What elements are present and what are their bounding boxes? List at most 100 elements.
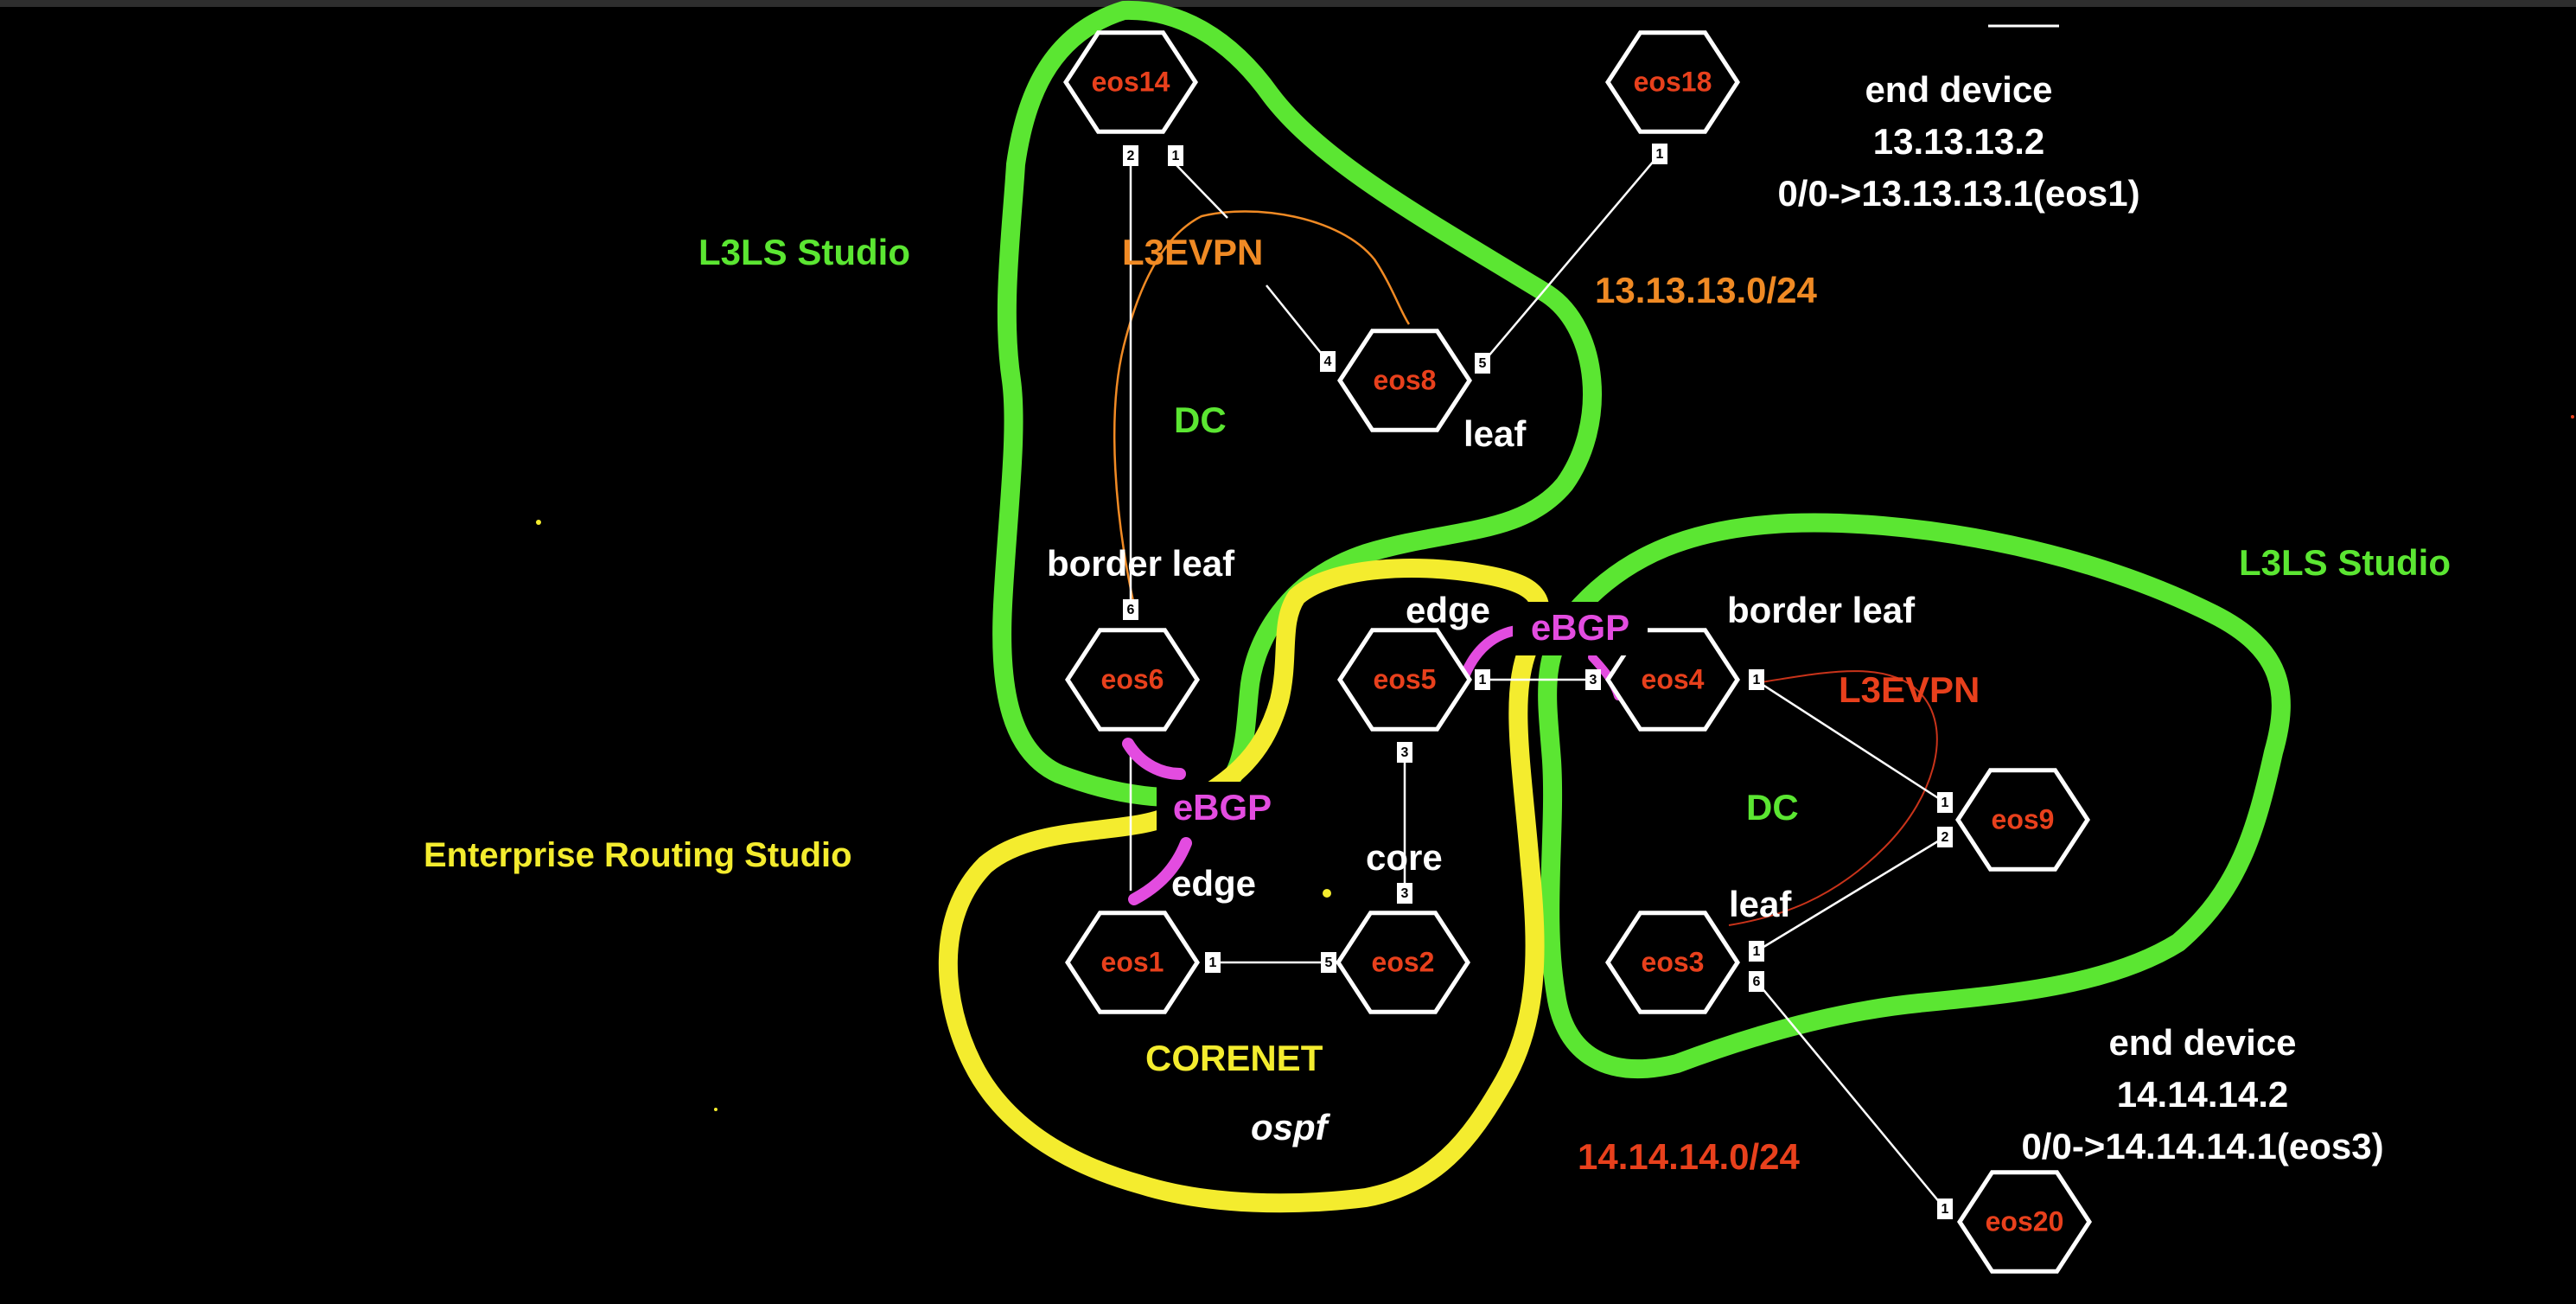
port-label: 1 — [1205, 952, 1221, 973]
node-eos5[interactable]: eos5 — [1337, 628, 1472, 732]
port-label: 3 — [1585, 669, 1601, 690]
link-eos3-eos20 — [1756, 981, 1946, 1210]
node-eos20[interactable]: eos20 — [1957, 1170, 2092, 1274]
port-box — [1475, 353, 1490, 374]
port-number: 1 — [1942, 796, 1949, 810]
port-number: 1 — [1656, 147, 1664, 162]
link-l3evpn-eos8 — [1266, 284, 1329, 362]
port-label: 1 — [1168, 145, 1183, 166]
port-box — [1123, 145, 1138, 166]
subnet-14-label: 14.14.14.0/24 — [1578, 1136, 1801, 1177]
l3evpn-link-top — [1113, 210, 1411, 606]
port-label: 1 — [1475, 669, 1490, 690]
node-label: eos3 — [1642, 946, 1705, 977]
port-label: 5 — [1321, 952, 1336, 973]
node-label: eos8 — [1374, 364, 1437, 395]
port-label: 2 — [1123, 145, 1138, 166]
node-label: eos6 — [1101, 663, 1164, 694]
stray-dot — [536, 520, 541, 525]
end-device-bottom-line2: 14.14.14.2 — [2117, 1074, 2289, 1115]
dc-label-top: DC — [1174, 400, 1227, 440]
node-hexagon — [1605, 30, 1740, 134]
links — [1129, 153, 1946, 1210]
ebgp-label-left: eBGP — [1173, 787, 1272, 828]
port-label: 2 — [1937, 827, 1953, 847]
end-device-top-line3: 0/0->13.13.13.1(eos1) — [1777, 173, 2139, 214]
node-eos2[interactable]: eos2 — [1336, 911, 1470, 1014]
l3ls-studio-label-right: L3LS Studio — [2239, 542, 2451, 583]
node-eos18[interactable]: eos18 — [1605, 30, 1740, 134]
node-hexagon — [1063, 30, 1198, 134]
node-eos1[interactable]: eos1 — [1065, 911, 1200, 1014]
node-label: eos14 — [1092, 66, 1170, 97]
leaf-label-right: leaf — [1729, 884, 1792, 924]
node-hexagon — [1337, 329, 1472, 432]
end-device-top-line2: 13.13.13.2 — [1873, 121, 2045, 162]
port-box — [1585, 669, 1601, 690]
l3ls-region-right — [1538, 513, 2291, 1079]
node-hexagon — [1955, 768, 2090, 872]
ebgp-link-left-b — [1128, 837, 1192, 905]
port-label: 6 — [1749, 971, 1764, 992]
link-eos18-eos8 — [1482, 153, 1661, 364]
port-label: 4 — [1320, 351, 1336, 372]
subnet-13-label: 13.13.13.0/24 — [1595, 270, 1818, 310]
border-leaf-label-right: border leaf — [1727, 590, 1916, 630]
port-label: 1 — [1749, 941, 1764, 962]
l3evpn-link-right — [1728, 670, 1938, 926]
node-label: eos4 — [1642, 663, 1705, 694]
ebgp-link-left-a — [1122, 738, 1186, 780]
ospf-label: ospf — [1251, 1107, 1331, 1147]
port-box — [1937, 1199, 1953, 1219]
port-number: 5 — [1479, 356, 1487, 371]
node-hexagon — [1065, 911, 1200, 1014]
port-number: 2 — [1127, 149, 1135, 163]
port-label: 1 — [1937, 792, 1953, 813]
ebgp-box-top — [1513, 602, 1648, 655]
port-box — [1205, 952, 1221, 973]
stray-dot — [714, 1108, 717, 1111]
port-number: 3 — [1590, 673, 1597, 687]
port-label: 6 — [1123, 599, 1138, 620]
end-device-bottom-line3: 0/0->14.14.14.1(eos3) — [2021, 1126, 2383, 1167]
port-number: 1 — [1209, 956, 1217, 970]
ebgp-label-top: eBGP — [1531, 607, 1629, 648]
port-number: 1 — [1753, 673, 1761, 687]
edge-label-top: edge — [1406, 590, 1490, 630]
port-number: 4 — [1324, 355, 1332, 369]
port-number: 1 — [1479, 673, 1487, 687]
port-box — [1123, 599, 1138, 620]
node-eos6[interactable]: eos6 — [1065, 628, 1200, 732]
node-hexagon — [1065, 628, 1200, 732]
l3evpn-label-right: L3EVPN — [1839, 669, 1980, 710]
node-eos9[interactable]: eos9 — [1955, 768, 2090, 872]
node-label: eos1 — [1101, 946, 1164, 977]
node-eos3[interactable]: eos3 — [1605, 911, 1740, 1014]
node-hexagon — [1337, 628, 1472, 732]
port-number: 6 — [1127, 603, 1135, 617]
node-eos8[interactable]: eos8 — [1337, 329, 1472, 432]
top-bar — [0, 0, 2576, 7]
corenet-label: CORENET — [1145, 1038, 1323, 1078]
port-label: 1 — [1652, 144, 1667, 164]
link-eos4-eos9 — [1754, 678, 1946, 804]
node-hexagon — [1336, 911, 1470, 1014]
port-box — [1749, 971, 1764, 992]
port-box — [1320, 351, 1336, 372]
port-number: 2 — [1942, 830, 1949, 845]
stray-dot — [1323, 889, 1331, 898]
node-label: eos9 — [1992, 803, 2055, 834]
port-label: 3 — [1397, 883, 1412, 904]
border-leaf-label-top: border leaf — [1047, 543, 1235, 584]
port-number: 3 — [1401, 745, 1409, 760]
port-box — [1475, 669, 1490, 690]
dc-label-right: DC — [1746, 787, 1799, 828]
port-number: 5 — [1325, 956, 1333, 970]
edge-label-bottom: edge — [1171, 863, 1256, 904]
port-box — [1397, 883, 1412, 904]
node-eos14[interactable]: eos14 — [1063, 30, 1198, 134]
port-number: 3 — [1401, 886, 1409, 901]
l3evpn-label-top: L3EVPN — [1122, 232, 1263, 272]
port-label: 5 — [1475, 353, 1490, 374]
